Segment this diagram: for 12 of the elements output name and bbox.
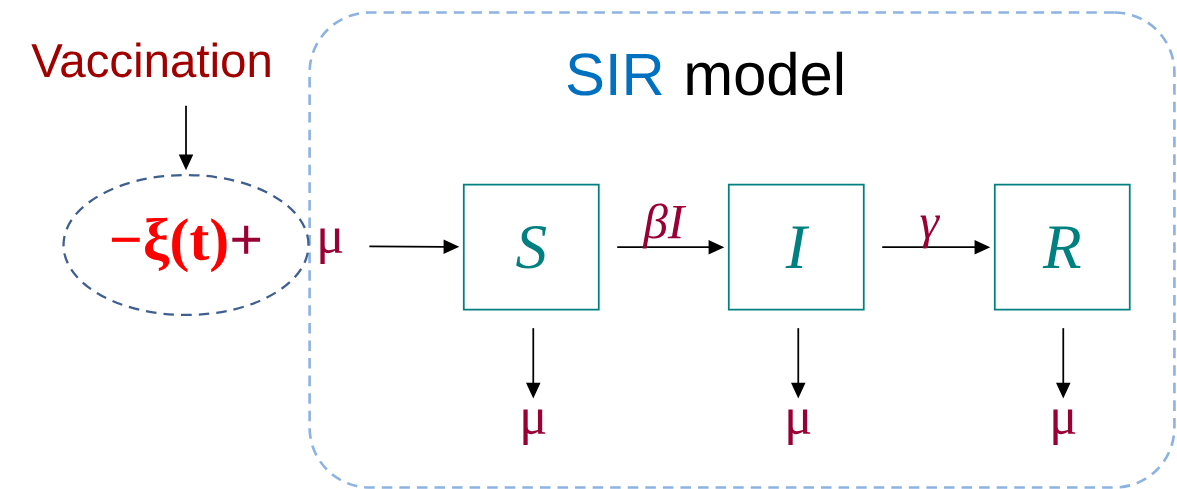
rate-symbol: μ — [320, 228, 343, 264]
compartment-box: R — [993, 183, 1131, 311]
title-text: model — [687, 51, 843, 96]
title-text: SIR — [567, 53, 662, 96]
edge-label: βI — [642, 203, 687, 249]
rate-symbol: μ — [523, 409, 546, 445]
edge-label: γ — [920, 215, 941, 249]
compartment-box: S — [462, 183, 600, 311]
rate-symbol: μ — [1053, 409, 1076, 445]
compartment-box: I — [727, 183, 865, 311]
rate-symbol: μ — [788, 409, 811, 445]
label-text: Vaccination — [31, 42, 270, 78]
